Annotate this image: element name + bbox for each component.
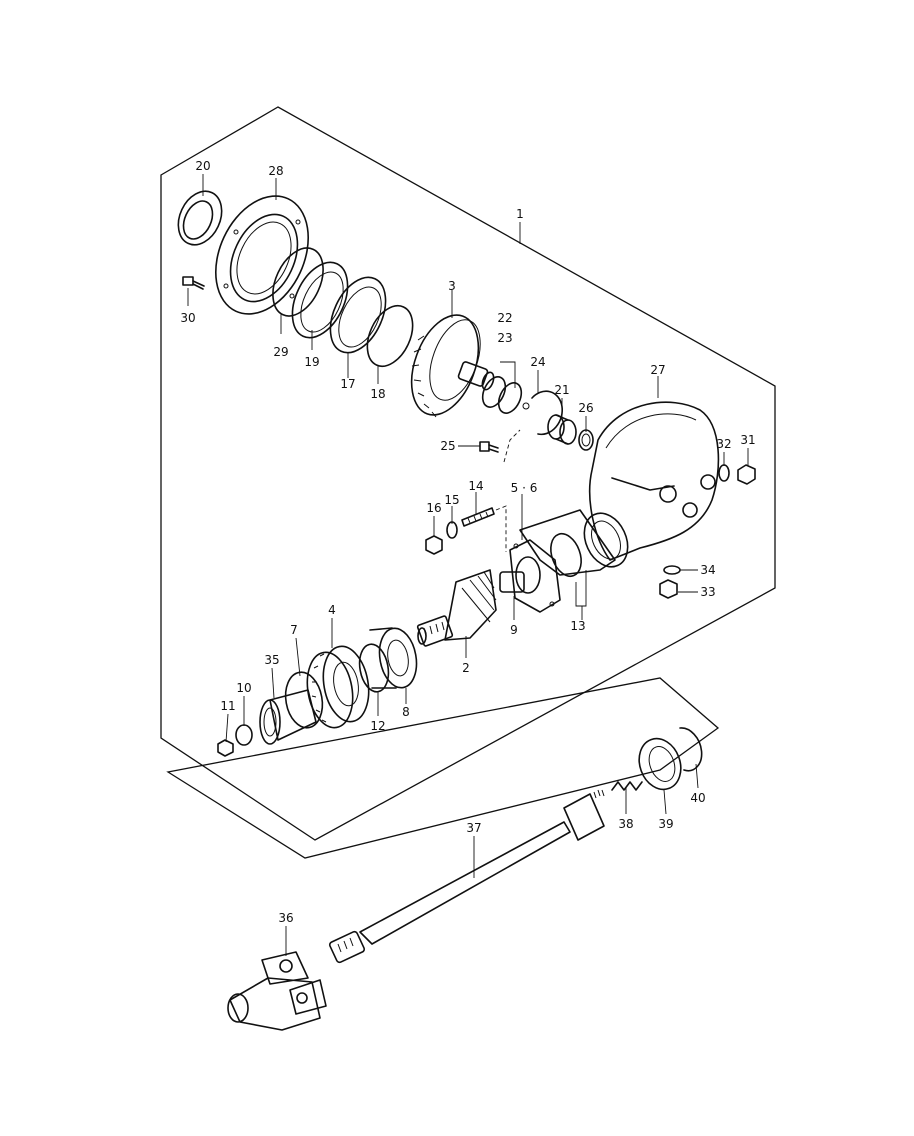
part-13-gear-case-body (519, 509, 629, 578)
label-37: 37 (466, 821, 481, 835)
part-28-bearing-plate (214, 195, 310, 315)
label-15: 15 (444, 493, 459, 507)
part-40-circlip (679, 727, 703, 772)
dash-14 (495, 505, 507, 552)
part-2-pinion (416, 569, 497, 647)
part-31-plug (737, 464, 756, 485)
part-10-washer (235, 724, 253, 746)
label-22: 22 (497, 311, 512, 325)
label-13: 13 (570, 619, 585, 633)
part-33-plug (659, 579, 678, 599)
label-32: 32 (716, 437, 731, 451)
part-26-seal (578, 429, 594, 451)
label-28: 28 (268, 164, 283, 178)
leader-lines (187, 174, 749, 956)
part-29-ring (272, 247, 324, 317)
part-32-gasket (718, 464, 730, 482)
part-38-spring (611, 781, 643, 791)
part-12-ring (358, 643, 390, 693)
label-16: 16 (426, 501, 441, 515)
part-36-universal-joint (227, 951, 327, 1031)
label-36: 36 (278, 911, 293, 925)
label-39: 39 (658, 817, 673, 831)
assembly-frame-shaft (166, 677, 720, 859)
part-27-gear-case (588, 401, 720, 561)
label-20: 20 (195, 159, 210, 173)
part-35-sleeve (259, 689, 317, 745)
part-9-shaft (499, 571, 525, 593)
label-3: 3 (448, 279, 456, 293)
label-11: 11 (220, 699, 235, 713)
part-19-ring (291, 261, 349, 339)
part-7-oring (284, 671, 324, 729)
label-27: 27 (650, 363, 665, 377)
part-11-nut (217, 739, 234, 757)
label-35: 35 (264, 653, 279, 667)
label-4: 4 (328, 603, 336, 617)
label-33: 33 (700, 585, 715, 599)
label-18: 18 (370, 387, 385, 401)
label-38: 38 (618, 817, 633, 831)
part-8-bearing (369, 627, 418, 689)
label-14: 14 (468, 479, 483, 493)
part-14-stud (461, 507, 495, 527)
part-4-coupling (306, 645, 370, 729)
label-2: 2 (462, 661, 470, 675)
label-21: 21 (554, 383, 569, 397)
label-29: 29 (273, 345, 288, 359)
label-30: 30 (180, 311, 195, 325)
label-34: 34 (700, 563, 715, 577)
label-5-6: 5 · 6 (511, 481, 538, 495)
label-25: 25 (440, 439, 455, 453)
part-23-shims (481, 376, 523, 414)
part-25-bolt (479, 441, 499, 453)
label-26: 26 (578, 401, 593, 415)
part-18-oring (366, 304, 414, 368)
part-5-6-bearing-holder (509, 539, 561, 613)
part-3-ring-gear (410, 314, 495, 418)
part-16-nut (425, 535, 443, 555)
bracket-22-23 (500, 361, 516, 388)
callout-labels: 1 20 28 30 29 19 17 18 3 22 23 24 21 26 … (180, 159, 755, 925)
label-1: 1 (516, 207, 524, 221)
label-31: 31 (740, 433, 755, 447)
label-10: 10 (236, 681, 251, 695)
label-8: 8 (402, 705, 410, 719)
part-17-ring (329, 276, 387, 354)
part-30-bolt (182, 276, 205, 290)
dash-25 (503, 429, 521, 463)
label-9: 9 (510, 623, 518, 637)
label-19: 19 (304, 355, 319, 369)
part-21-needle-bearing (547, 414, 577, 445)
part-34-gasket (663, 565, 681, 575)
part-24-retainer (522, 390, 564, 436)
label-23: 23 (497, 331, 512, 345)
label-12: 12 (370, 719, 385, 733)
label-7: 7 (290, 623, 298, 637)
part-20-oil-seal (177, 190, 223, 246)
assembly-frame-1 (160, 106, 776, 841)
bracket-13 (575, 570, 587, 607)
label-24: 24 (530, 355, 545, 369)
part-39-cover (638, 737, 682, 791)
label-17: 17 (340, 377, 355, 391)
label-40: 40 (690, 791, 705, 805)
part-37-drive-shaft (328, 789, 605, 964)
part-15-washer (446, 521, 458, 539)
